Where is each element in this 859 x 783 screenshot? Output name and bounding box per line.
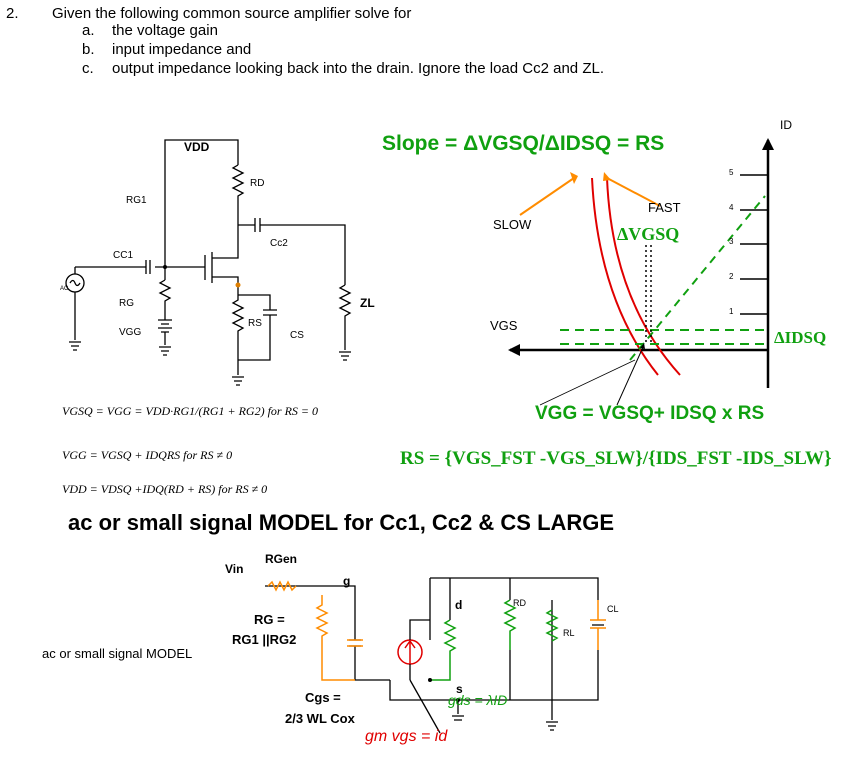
tick-2: 2: [729, 272, 734, 281]
rgen-label: RGen: [265, 552, 298, 566]
cc1-label: CC1: [113, 250, 134, 261]
equation-2: VGG = VGSQ + IDQRS for RS ≠ 0: [62, 448, 233, 462]
question-number: 2.: [6, 5, 19, 22]
part-c-text: output impedance looking back into the d…: [112, 60, 604, 77]
vgg-equation: VGG = VGSQ+ IDSQ x RS: [535, 403, 765, 424]
cc2-label: Cc2: [270, 238, 288, 249]
model-side-label: ac or small signal MODEL: [42, 646, 193, 661]
slow-label: SLOW: [493, 217, 532, 232]
gds-label: gds = λID: [448, 692, 508, 708]
rl-label: RL: [563, 628, 575, 638]
model-title: ac or small signal MODEL for Cc1, Cc2 & …: [68, 510, 615, 535]
cgs-line1: Cgs =: [305, 690, 341, 705]
drain-node-label: d: [455, 598, 463, 612]
part-a-text: the voltage gain: [112, 22, 218, 39]
gm-label: gm vgs = id: [365, 728, 448, 745]
cs-label: CS: [290, 330, 304, 341]
model-rd-label: RD: [513, 598, 526, 608]
fast-label: FAST: [648, 200, 681, 215]
vgs-axis-label: VGS: [490, 318, 518, 333]
cgs-line2: 2/3 WL Cox: [285, 711, 355, 726]
delta-idsq-label: ΔIDSQ: [774, 328, 827, 347]
equation-3: VDD = VDSQ +IDQ(RD + RS) for RS ≠ 0: [62, 482, 268, 496]
delta-vgsq-label: ΔVGSQ: [617, 224, 680, 244]
rg-eq-line2: RG1 ||RG2: [232, 632, 297, 647]
tick-1: 1: [729, 307, 734, 316]
ac-label: AC: [60, 286, 69, 292]
id-axis-label: ID: [780, 118, 792, 132]
tick-4: 4: [729, 203, 734, 212]
question-intro: Given the following common source amplif…: [52, 5, 412, 22]
rg-eq-line1: RG =: [254, 612, 285, 627]
vin-label: Vin: [225, 562, 244, 576]
part-b-letter: b.: [82, 41, 95, 58]
rg1-label: RG1: [126, 195, 147, 206]
vgg-label: VGG: [119, 327, 142, 338]
part-a-letter: a.: [82, 22, 95, 39]
rg-label: RG: [119, 298, 134, 309]
vdd-label: VDD: [184, 140, 210, 154]
tick-5: 5: [729, 168, 734, 177]
slope-title: Slope = ΔVGSQ/ΔIDSQ = RS: [382, 132, 665, 155]
gate-node-label: g: [343, 574, 351, 588]
rs-label: RS: [248, 318, 262, 329]
source-node-label: s: [456, 682, 463, 696]
zl-label: ZL: [360, 296, 375, 310]
part-c-letter: c.: [82, 60, 94, 77]
part-b-text: input impedance and: [112, 41, 252, 58]
rs-equation: RS = {VGS_FST -VGS_SLW}/{IDS_FST -IDS_SL…: [400, 448, 832, 469]
tick-3: 3: [729, 237, 734, 246]
rd-label: RD: [250, 178, 265, 189]
equation-1: VGSQ = VGG = VDD·RG1/(RG1 + RG2) for RS …: [62, 404, 319, 418]
cl-label: CL: [607, 604, 619, 614]
